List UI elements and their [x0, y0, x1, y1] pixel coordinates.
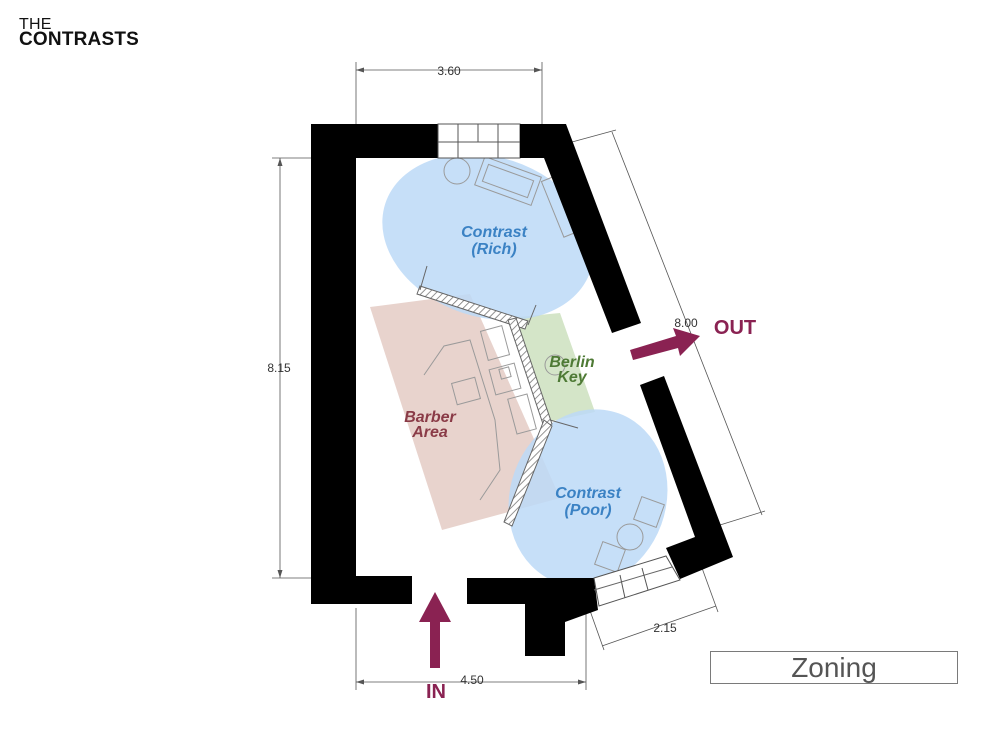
berlin-key-zone [508, 313, 595, 422]
dimension-right: 8.00 [674, 316, 698, 330]
barber-zone-label-1: Barber [404, 409, 456, 426]
in-label: IN [426, 681, 446, 703]
dimension-lines [272, 62, 766, 690]
zoning-title: Zoning [710, 651, 958, 684]
rich-zone-label-1: Contrast [461, 224, 527, 241]
out-label: OUT [714, 317, 756, 339]
entry-arrow [419, 592, 451, 668]
dimension-window: 2.15 [653, 621, 677, 635]
rich-zone [382, 153, 594, 321]
brand-line1: THE [19, 16, 52, 33]
windows [438, 124, 681, 607]
berlin-zone-label-2: Key [557, 369, 587, 386]
brand-logo: THE CONTRASTS [19, 16, 140, 50]
walls [311, 123, 733, 656]
barber-zone [370, 294, 560, 530]
berlin-zone-label-1: Berlin [549, 354, 595, 371]
exit-arrow [630, 328, 700, 360]
poor-zone [508, 409, 668, 587]
dimension-bottom: 4.50 [460, 673, 484, 687]
brand-line2: CONTRASTS [19, 29, 140, 50]
partitions [416, 265, 579, 527]
poor-zone-label-2: (Poor) [564, 502, 611, 519]
dimension-left: 8.15 [267, 361, 291, 375]
barber-zone-label-2: Area [411, 424, 448, 441]
poor-zone-label-1: Contrast [555, 485, 621, 502]
rich-zone-label-2: (Rich) [471, 241, 516, 258]
dimension-top: 3.60 [437, 64, 461, 78]
